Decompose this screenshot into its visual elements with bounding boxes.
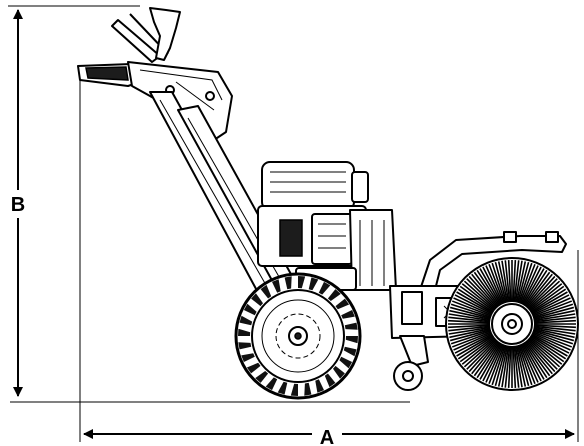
dimension-b: B <box>4 5 140 397</box>
sweeper-illustration <box>77 7 579 400</box>
dimension-a-label: A <box>320 427 334 446</box>
engine <box>257 161 397 291</box>
rotary-brush <box>445 257 579 391</box>
tire-tread <box>238 276 358 396</box>
drive-wheel <box>234 272 362 400</box>
brush-bristles <box>448 260 576 388</box>
control-levers <box>111 7 181 63</box>
dimension-b-label: B <box>11 194 25 216</box>
dimension-a: A <box>10 76 579 446</box>
caster-wheel <box>393 335 429 391</box>
